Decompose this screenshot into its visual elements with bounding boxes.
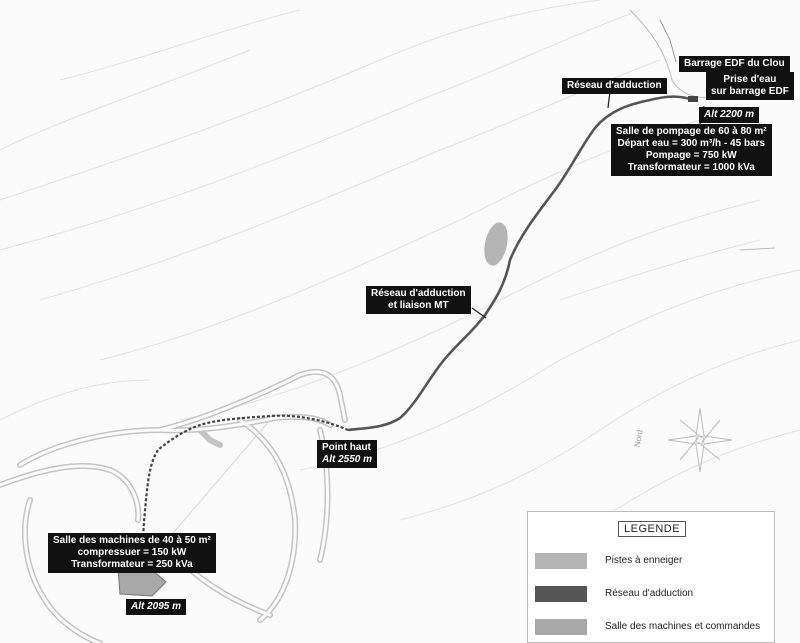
label-alt-2095: Alt 2095 m [126,599,187,615]
label-salle-machines: Salle des machines de 40 à 50 m² compres… [48,533,216,573]
legend-item-pistes: Pistes à enneiger [535,553,773,571]
piste-area [484,222,508,266]
legend-item-reseau: Réseau d'adduction [535,586,773,604]
legend-swatch-reseau [535,586,587,602]
label-point-haut: Point haut Alt 2550 m [317,440,378,468]
stream-line [659,19,677,63]
legend-swatch-pistes [535,553,587,569]
label-reseau-liaison-mt: Réseau d'adduction et liaison MT [366,286,471,314]
label-prise-eau: Prise d'eau sur barrage EDF [706,72,794,100]
compass-rose [667,407,733,473]
legend-box: LEGENDE Pistes à enneiger Réseau d'adduc… [527,511,775,643]
label-alt-2200: Alt 2200 m [699,107,760,123]
adduction-link-dashed [140,414,349,571]
label-barrage: Barrage EDF du Clou [679,56,790,72]
label-reseau-top: Réseau d'adduction [562,78,667,94]
adduction-network-route [347,95,694,432]
legend-title: LEGENDE [618,521,687,537]
dam-marker [688,96,698,102]
legend-item-salle: Salle des machines et commandes [535,619,773,637]
terrain-contours [0,0,800,521]
legend-swatch-salle [535,619,587,635]
pointer-liaison [471,307,487,319]
label-salle-pompage: Salle de pompage de 60 à 80 m² Départ ea… [611,124,772,176]
